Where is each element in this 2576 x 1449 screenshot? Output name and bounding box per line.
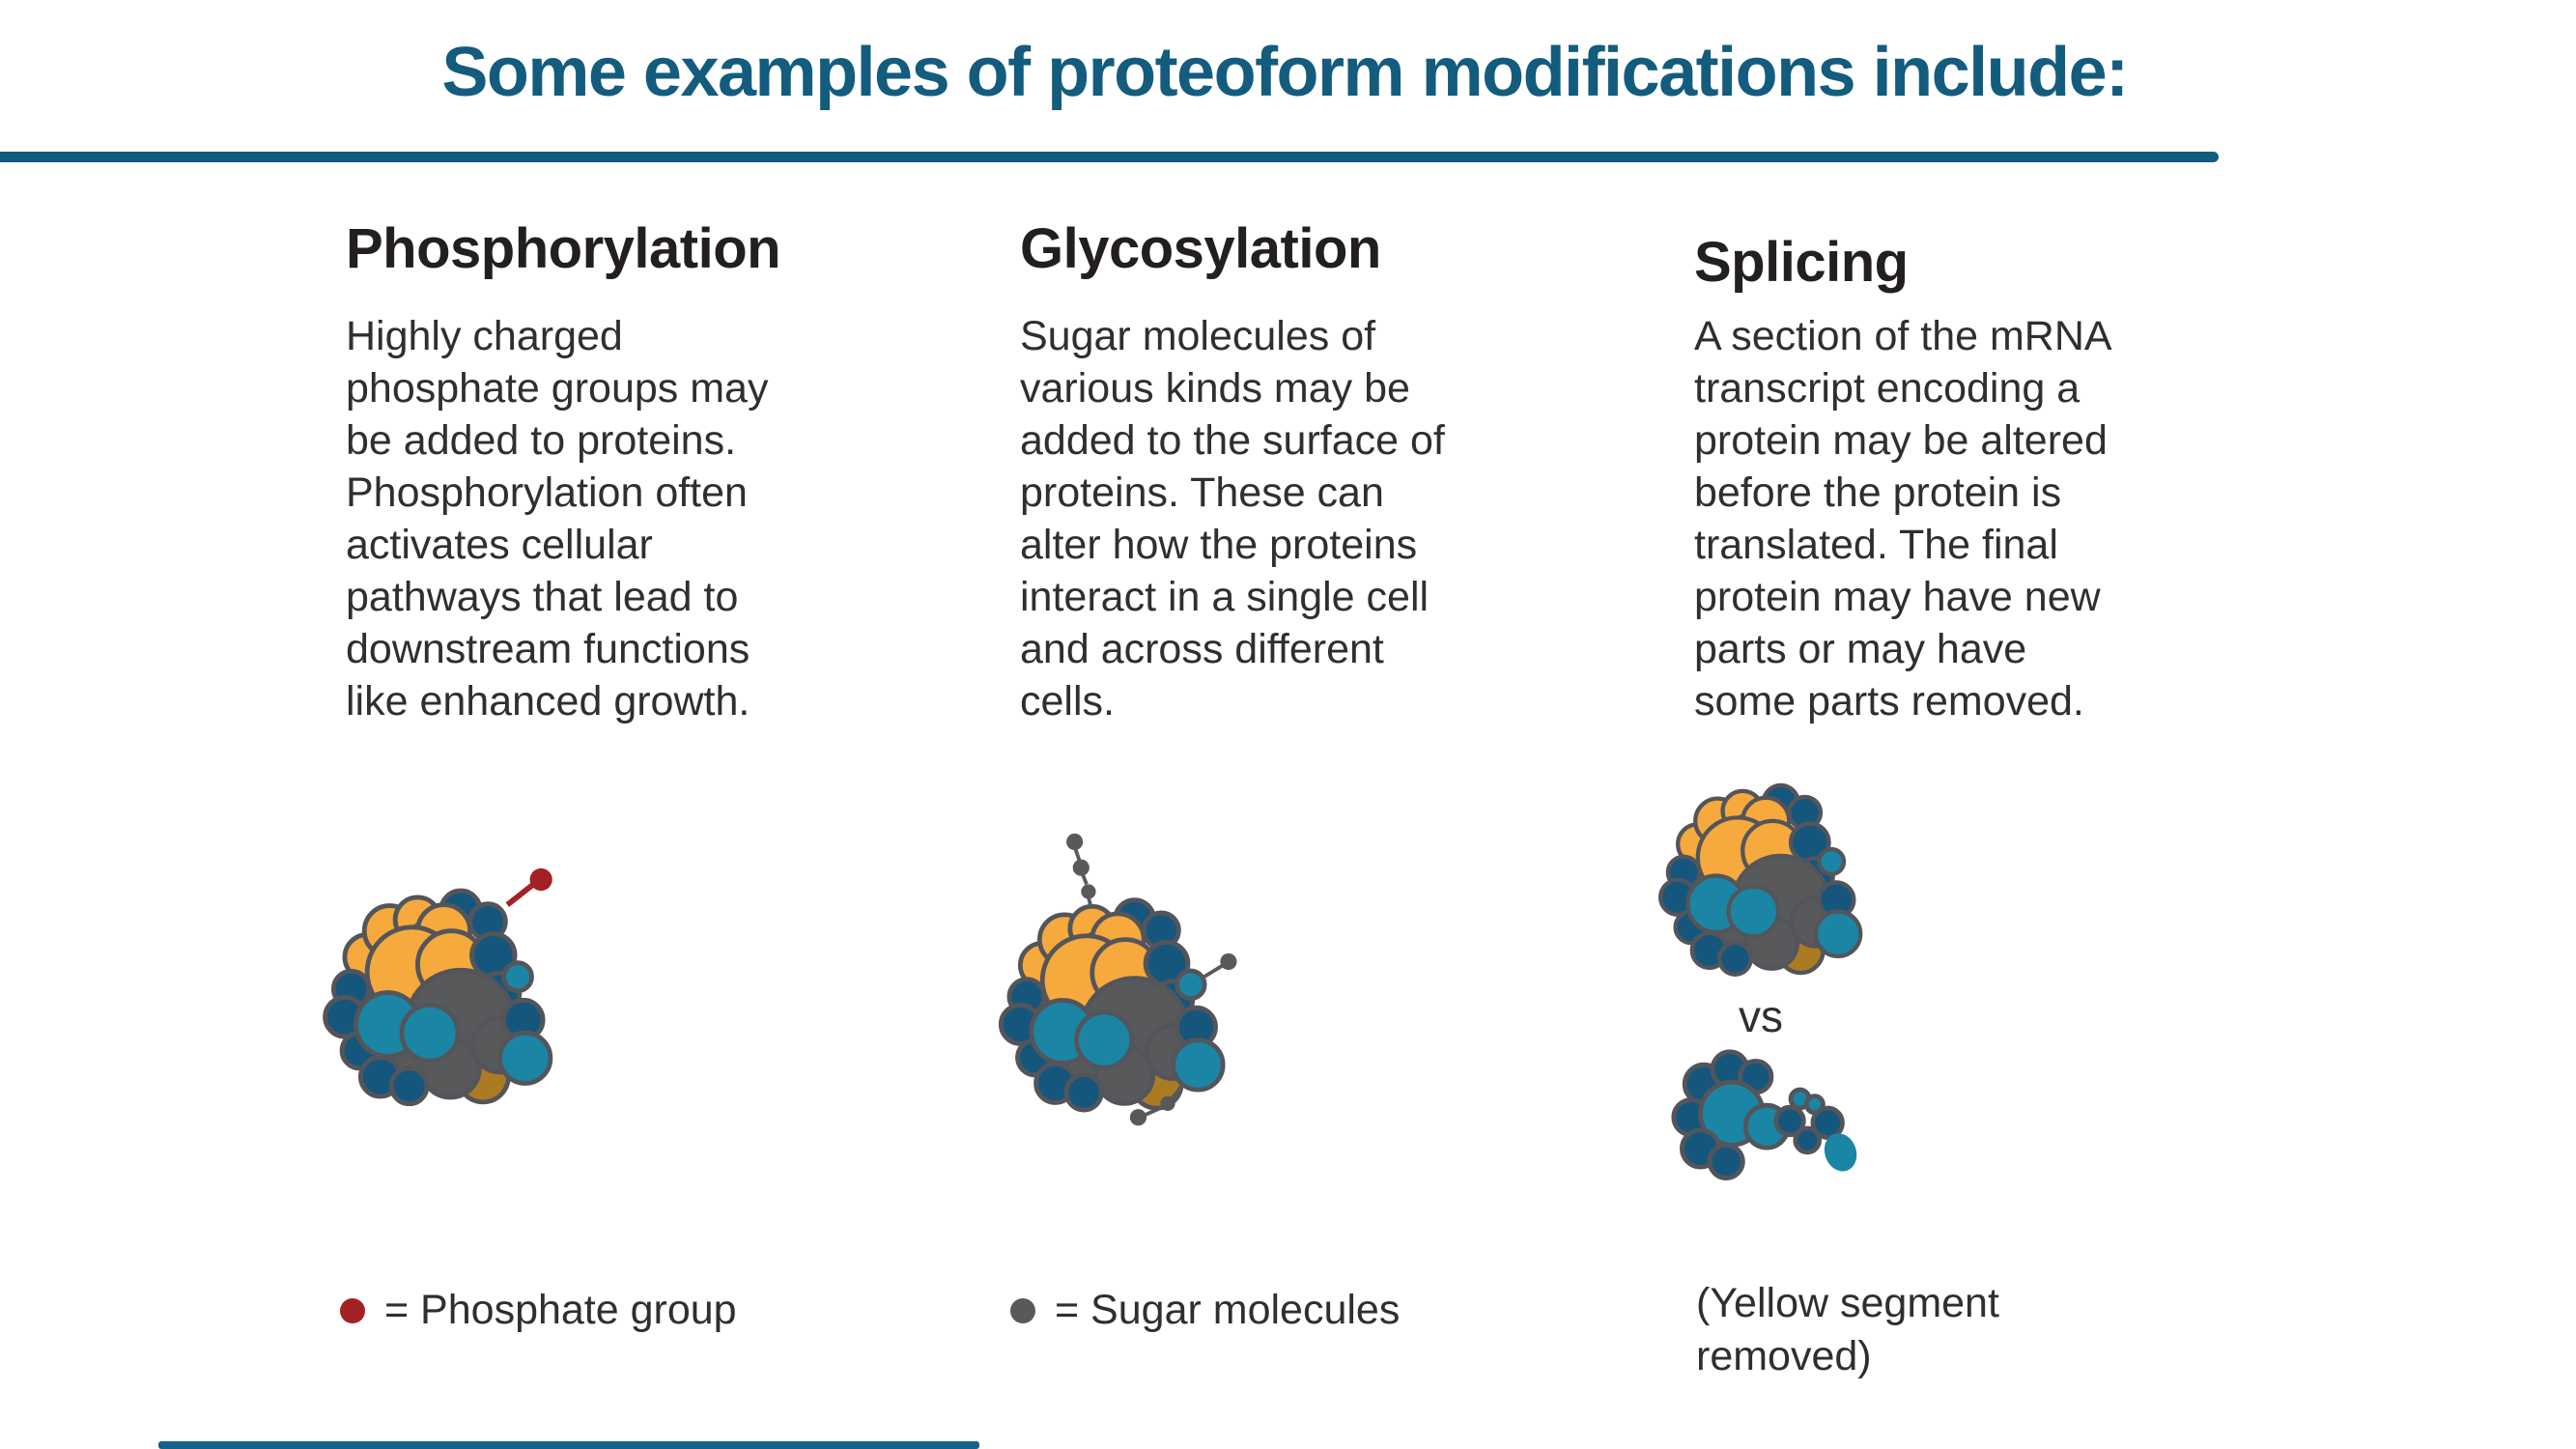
sugar-chain-bottom (1129, 1084, 1184, 1126)
phosphate-marker-icon (340, 1297, 365, 1323)
spliced-protein-after-illustration (1671, 1049, 1857, 1180)
sugar-marker-icon (1010, 1297, 1035, 1323)
sugar-legend: = Sugar molecules (1010, 1287, 1400, 1334)
splicing-heading: Splicing (1694, 231, 1909, 294)
column-splicing: Splicing A section of the mRNA transcrip… (1694, 216, 2312, 727)
phosphate-group-icon (529, 867, 552, 892)
sugar-chain-right (1201, 952, 1237, 980)
phosphate-legend-label: = Phosphate group (384, 1287, 737, 1333)
phosphate-legend: = Phosphate group (340, 1287, 737, 1334)
phosphate-bond-line (505, 882, 536, 907)
phosphorylation-description: Highly charged phosphate groups may be a… (346, 313, 769, 724)
bottom-accent-bar (158, 1441, 979, 1449)
sugar-chain-top (1066, 833, 1096, 909)
page-title: Some examples of proteoform modification… (441, 34, 2129, 111)
glycosylation-heading: Glycosylation (1020, 217, 1381, 280)
splicing-description: A section of the mRNA transcript encodin… (1694, 313, 2112, 724)
glycosylation-description: Sugar molecules of various kinds may be … (1020, 313, 1445, 724)
column-phosphorylation: Phosphorylation Highly charged phosphate… (346, 216, 964, 727)
phosphorylation-heading: Phosphorylation (346, 217, 781, 280)
column-glycosylation: Glycosylation Sugar molecules of various… (1020, 216, 1638, 727)
vs-label: vs (1739, 991, 1783, 1041)
title-divider (0, 152, 2219, 162)
glycosylated-protein-illustration (987, 833, 1237, 1126)
splicing-note: (Yellow segment removed) (1696, 1280, 1999, 1379)
sugar-legend-label: = Sugar molecules (1055, 1287, 1401, 1333)
spliced-protein-before-illustration (1655, 773, 1904, 997)
phosphorylated-protein-illustration (314, 867, 604, 1128)
